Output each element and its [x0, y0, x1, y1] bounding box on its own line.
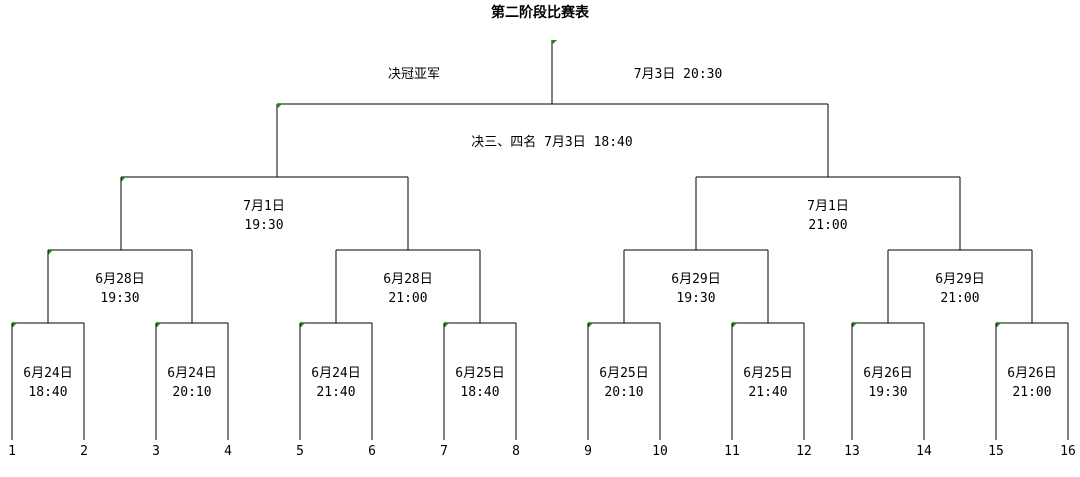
- flag-icon: [852, 323, 857, 328]
- seed-label: 14: [916, 444, 932, 459]
- seed-label: 12: [796, 444, 812, 459]
- flag-icon: [300, 323, 305, 328]
- seed-label: 16: [1060, 444, 1076, 459]
- match-time: 19:30: [244, 218, 283, 233]
- seed-label: 10: [652, 444, 668, 459]
- match-date: 6月25日: [743, 366, 792, 381]
- third-place-label: 决三、四名 7月3日 18:40: [471, 134, 632, 150]
- seed-label: 3: [152, 444, 160, 459]
- match-date: 6月28日: [95, 272, 144, 287]
- match-time: 21:00: [1012, 385, 1051, 400]
- match-time: 21:00: [940, 291, 979, 306]
- match-time: 21:40: [316, 385, 355, 400]
- quarterfinal-match: 6月28日 21:00: [335, 249, 481, 323]
- match-date: 7月1日: [243, 199, 285, 214]
- final-label: 决冠亚军: [388, 67, 440, 82]
- seed-label: 4: [224, 444, 232, 459]
- match-date: 6月26日: [863, 366, 912, 381]
- match-date: 6月25日: [599, 366, 648, 381]
- seed-label: 11: [724, 444, 740, 459]
- match-time: 18:40: [28, 385, 67, 400]
- match-time: 19:30: [676, 291, 715, 306]
- round-of-16-match: 6月26日 21:00: [995, 322, 1069, 440]
- round-of-16-match: 6月25日 20:10: [587, 322, 661, 440]
- flag-icon: [732, 323, 737, 328]
- flag-icon: [121, 177, 126, 182]
- semifinal-match: 7月1日 19:30: [120, 176, 409, 250]
- match-time: 21:00: [388, 291, 427, 306]
- round-of-16-match: 6月24日 20:10: [155, 322, 229, 440]
- page-title: 第二阶段比赛表: [491, 4, 590, 21]
- match-time: 20:10: [604, 385, 643, 400]
- flag-icon: [48, 250, 53, 255]
- final-match: 决冠亚军 7月3日 20:30 决三、四名 7月3日 18:40: [276, 40, 829, 177]
- match-date: 7月1日: [807, 199, 849, 214]
- match-date: 6月28日: [383, 272, 432, 287]
- flag-icon: [156, 323, 161, 328]
- quarterfinal-match: 6月28日 19:30: [47, 249, 193, 323]
- match-time: 21:40: [748, 385, 787, 400]
- seed-label: 2: [80, 444, 88, 459]
- match-date: 6月24日: [23, 366, 72, 381]
- match-date: 6月29日: [671, 272, 720, 287]
- round-of-16-match: 6月26日 19:30: [851, 322, 925, 440]
- flag-icon: [996, 323, 1001, 328]
- quarterfinal-match: 6月29日 19:30: [623, 249, 769, 323]
- match-time: 19:30: [868, 385, 907, 400]
- seed-label: 15: [988, 444, 1004, 459]
- seed-labels: 1 2 3 4 5 6 7 8 9 10 11 12 13 14 15 16: [8, 444, 1076, 459]
- seed-label: 7: [440, 444, 448, 459]
- seed-label: 13: [844, 444, 860, 459]
- seed-label: 5: [296, 444, 304, 459]
- round-of-16-match: 6月24日 21:40: [299, 322, 373, 440]
- match-time: 21:00: [808, 218, 847, 233]
- flag-icon: [588, 323, 593, 328]
- round-of-16-match: 6月25日 18:40: [443, 322, 517, 440]
- match-time: 18:40: [460, 385, 499, 400]
- seed-label: 8: [512, 444, 520, 459]
- quarterfinal-match: 6月29日 21:00: [887, 249, 1033, 323]
- match-date: 6月24日: [167, 366, 216, 381]
- final-date: 7月3日 20:30: [634, 67, 723, 82]
- match-time: 19:30: [100, 291, 139, 306]
- match-time: 20:10: [172, 385, 211, 400]
- match-date: 6月24日: [311, 366, 360, 381]
- flag-icon: [12, 323, 17, 328]
- flag-icon: [444, 323, 449, 328]
- match-date: 6月25日: [455, 366, 504, 381]
- flag-icon: [277, 104, 282, 109]
- semifinal-match: 7月1日 21:00: [695, 176, 961, 250]
- seed-label: 9: [584, 444, 592, 459]
- round-of-16-match: 6月25日 21:40: [731, 322, 805, 440]
- flag-icon: [552, 40, 557, 45]
- seed-label: 1: [8, 444, 16, 459]
- match-date: 6月29日: [935, 272, 984, 287]
- match-date: 6月26日: [1007, 366, 1056, 381]
- seed-label: 6: [368, 444, 376, 459]
- round-of-16-match: 6月24日 18:40: [11, 322, 85, 440]
